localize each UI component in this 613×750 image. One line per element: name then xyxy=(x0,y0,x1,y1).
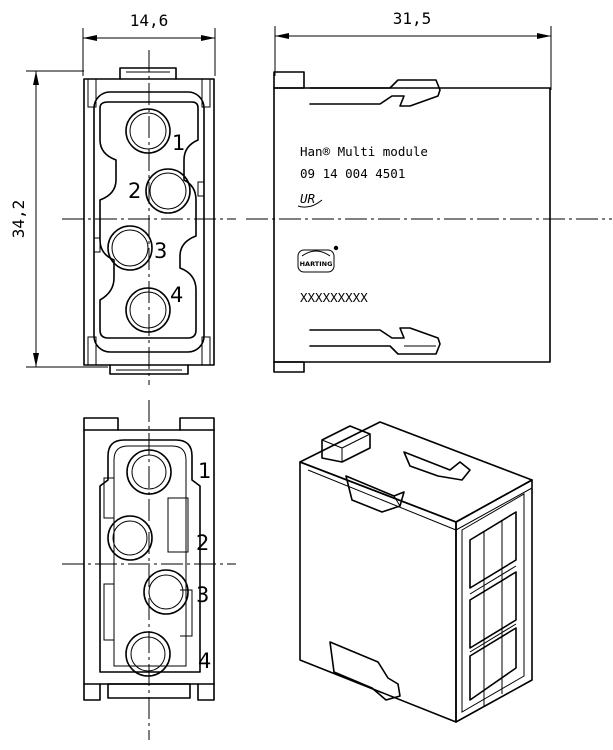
bottom-contact-label-2: 2 xyxy=(196,531,209,555)
bottom-contact-label-3: 3 xyxy=(196,583,209,607)
dimension-length: 31,5 xyxy=(274,9,552,90)
dimension-height-label: 34,2 xyxy=(9,200,28,239)
front-view: 1 2 3 4 xyxy=(62,50,236,385)
front-contact-label-3: 3 xyxy=(154,239,167,263)
dimension-height: 34,2 xyxy=(9,70,108,368)
batch-code-text: XXXXXXXXX xyxy=(300,290,368,305)
front-contact-label-4: 4 xyxy=(170,283,183,307)
bottom-contact-label-4: 4 xyxy=(198,649,211,673)
dimension-length-label: 31,5 xyxy=(393,9,432,28)
brand-text: HARTING xyxy=(300,260,333,268)
front-contact-label-2: 2 xyxy=(128,179,141,203)
front-contact-label-1: 1 xyxy=(172,131,185,155)
isometric-view xyxy=(299,421,533,723)
bottom-view: 1 2 3 4 xyxy=(62,400,236,740)
dimension-width: 14,6 xyxy=(82,11,216,76)
svg-text:UR: UR xyxy=(300,191,316,206)
dimension-width-label: 14,6 xyxy=(130,11,169,30)
part-number-text: 09 14 004 4501 xyxy=(300,166,405,181)
product-line-text: Han® Multi module xyxy=(300,144,428,159)
bottom-contact-label-1: 1 xyxy=(198,459,211,483)
harting-logo: HARTING xyxy=(297,245,339,273)
side-view: Han® Multi module 09 14 004 4501 UR HART… xyxy=(246,71,612,373)
ur-approval-icon: UR xyxy=(297,191,323,208)
